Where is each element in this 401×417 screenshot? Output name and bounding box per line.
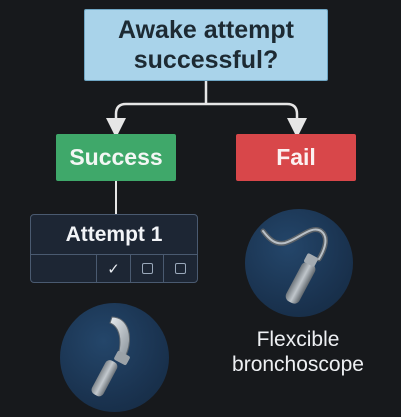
connector-to-fail [206, 102, 307, 138]
attempt-cell-1 [31, 255, 97, 282]
bronchoscope-label: Flexcible bronchoscope [232, 328, 364, 376]
bronchoscope-circle [245, 209, 353, 317]
scalpel-circle [60, 303, 169, 412]
fail-label: Fail [276, 144, 316, 170]
scalpel-blade-icon [91, 316, 130, 397]
attempt-table: Attempt 1 ✓ [30, 214, 198, 283]
attempt-cells: ✓ [31, 255, 197, 282]
empty-checkbox-icon [175, 263, 186, 274]
success-label: Success [69, 144, 163, 170]
checkmark-icon: ✓ [107, 260, 120, 278]
question-box: Awake attempt successful? [84, 9, 328, 81]
connector-to-success [106, 102, 206, 138]
attempt-cell-3 [131, 255, 164, 282]
fail-box: Fail [236, 134, 356, 181]
question-text: Awake attempt successful? [118, 16, 294, 74]
empty-checkbox-icon [141, 263, 153, 274]
attempt-cell-check: ✓ [97, 255, 131, 282]
success-box: Success [56, 134, 176, 181]
attempt-title: Attempt 1 [31, 215, 197, 255]
attempt-cell-4 [164, 255, 197, 282]
flexible-bronchoscope-icon [260, 227, 328, 304]
